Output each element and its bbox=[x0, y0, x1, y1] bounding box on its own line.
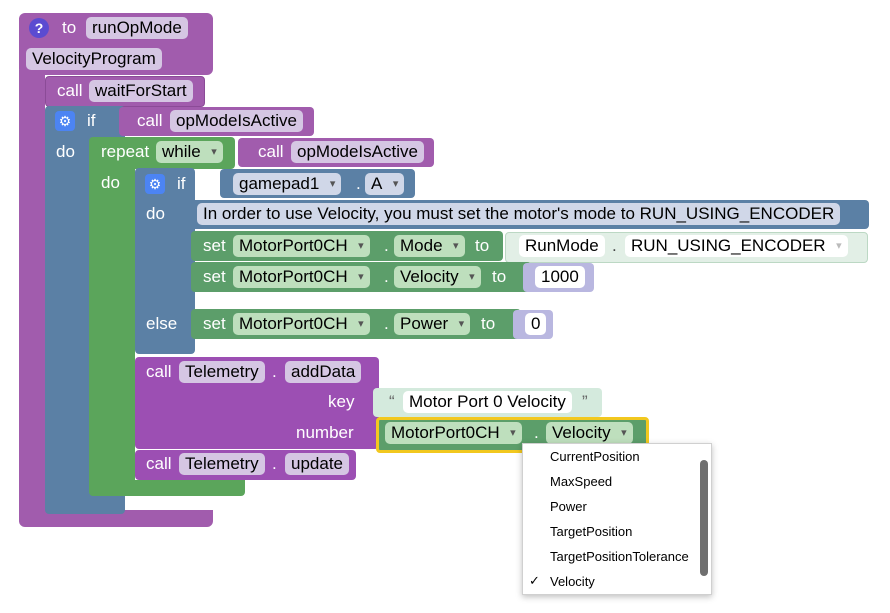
if-label: if bbox=[87, 111, 96, 130]
method-field[interactable]: addData bbox=[285, 361, 362, 383]
dot-label: . bbox=[384, 236, 389, 255]
to-label: to bbox=[62, 18, 77, 37]
dot-label: . bbox=[384, 314, 389, 333]
chevron-down-icon: ▾ bbox=[358, 271, 364, 283]
waitforstart-field[interactable]: waitForStart bbox=[89, 80, 193, 102]
call-label: call bbox=[258, 142, 284, 161]
key-label: key bbox=[328, 392, 355, 411]
opmodeisactive-field[interactable]: opModeIsActive bbox=[291, 141, 424, 163]
number-field[interactable]: 1000 bbox=[535, 266, 585, 288]
dot-label: . bbox=[612, 236, 617, 255]
quote-close: ” bbox=[582, 392, 588, 411]
method-field[interactable]: update bbox=[285, 453, 349, 475]
do-label: do bbox=[146, 204, 165, 223]
gear-icon[interactable]: ⚙ bbox=[145, 174, 165, 194]
property-field[interactable]: Mode▾ bbox=[394, 235, 465, 257]
repeat-spine bbox=[89, 165, 135, 485]
procedure-spine bbox=[19, 70, 45, 518]
opmodeisactive-field[interactable]: opModeIsActive bbox=[170, 110, 303, 132]
text-field[interactable]: Motor Port 0 Velocity bbox=[403, 391, 572, 413]
chevron-down-icon: ▾ bbox=[329, 178, 336, 190]
chevron-down-icon: ▾ bbox=[621, 427, 627, 439]
motor-field[interactable]: MotorPort0CH▾ bbox=[233, 266, 370, 288]
menu-item-targetpositiontolerance[interactable]: TargetPositionTolerance bbox=[550, 549, 689, 564]
runmode-value-field[interactable]: RUN_USING_ENCODER▾ bbox=[625, 235, 848, 257]
repeat-mode-dropdown[interactable]: while▾ bbox=[156, 141, 223, 163]
chevron-down-icon: ▾ bbox=[453, 240, 459, 252]
check-icon: ✓ bbox=[529, 573, 540, 588]
number-label: number bbox=[296, 423, 354, 442]
motor-field[interactable]: MotorPort0CH▾ bbox=[233, 235, 370, 257]
repeat-label: repeat bbox=[101, 142, 150, 161]
property-field[interactable]: Power▾ bbox=[394, 313, 471, 335]
gear-icon[interactable]: ⚙ bbox=[55, 111, 75, 131]
menu-item-maxspeed[interactable]: MaxSpeed bbox=[550, 474, 613, 489]
comment-text[interactable]: In order to use Velocity, you must set t… bbox=[197, 203, 841, 225]
chevron-down-icon: ▾ bbox=[836, 240, 842, 252]
chevron-down-icon: ▾ bbox=[510, 427, 516, 439]
call-label: call bbox=[146, 454, 172, 473]
to-label: to bbox=[475, 236, 490, 255]
do-label: do bbox=[56, 142, 75, 161]
call-label: call bbox=[137, 111, 163, 130]
if-label: if bbox=[177, 174, 186, 193]
quote-open: “ bbox=[389, 392, 395, 411]
enum-field: RunMode bbox=[519, 235, 605, 257]
dot-label: . bbox=[384, 267, 389, 286]
dot-label: . bbox=[534, 423, 539, 442]
set-label: set bbox=[203, 236, 226, 255]
do-label: do bbox=[101, 173, 120, 192]
if-else-block[interactable] bbox=[135, 168, 195, 354]
telemetry-field[interactable]: Telemetry bbox=[179, 453, 265, 475]
number-field[interactable]: 0 bbox=[525, 313, 547, 335]
property-field[interactable]: Velocity▾ bbox=[394, 266, 481, 288]
chevron-down-icon: ▾ bbox=[392, 178, 399, 190]
else-label: else bbox=[146, 314, 178, 333]
set-label: set bbox=[203, 314, 226, 333]
gamepad-field[interactable]: gamepad1▾ bbox=[233, 173, 342, 195]
menu-item-currentposition[interactable]: CurrentPosition bbox=[550, 449, 640, 464]
button-field[interactable]: A▾ bbox=[365, 173, 405, 195]
to-label: to bbox=[492, 267, 507, 286]
property-dropdown-menu[interactable]: CurrentPosition MaxSpeed Power TargetPos… bbox=[522, 443, 712, 595]
chevron-down-icon: ▾ bbox=[358, 240, 364, 252]
procedure-footer bbox=[19, 510, 213, 527]
chevron-down-icon: ▾ bbox=[458, 318, 465, 330]
menu-scrollbar[interactable] bbox=[700, 460, 708, 576]
chevron-down-icon: ▾ bbox=[358, 318, 364, 330]
set-label: set bbox=[203, 267, 226, 286]
motor-field[interactable]: MotorPort0CH▾ bbox=[385, 422, 522, 444]
function-name-field[interactable]: runOpMode bbox=[86, 17, 188, 39]
chevron-down-icon: ▾ bbox=[211, 146, 217, 158]
help-icon[interactable]: ? bbox=[29, 18, 49, 38]
property-field[interactable]: Velocity▾ bbox=[546, 422, 633, 444]
telemetry-field[interactable]: Telemetry bbox=[179, 361, 265, 383]
repeat-footer bbox=[89, 480, 245, 496]
dot-label: . bbox=[356, 174, 361, 193]
chevron-down-icon: ▾ bbox=[469, 271, 475, 283]
motor-field[interactable]: MotorPort0CH▾ bbox=[233, 313, 370, 335]
to-label: to bbox=[481, 314, 496, 333]
call-label: call bbox=[57, 81, 83, 100]
menu-item-targetposition[interactable]: TargetPosition bbox=[550, 524, 633, 539]
call-label: call bbox=[146, 362, 172, 381]
dot-label: . bbox=[272, 362, 277, 381]
menu-item-velocity[interactable]: Velocity bbox=[550, 574, 595, 589]
menu-item-power[interactable]: Power bbox=[550, 499, 587, 514]
class-name-field[interactable]: VelocityProgram bbox=[26, 48, 162, 70]
dot-label: . bbox=[272, 454, 277, 473]
